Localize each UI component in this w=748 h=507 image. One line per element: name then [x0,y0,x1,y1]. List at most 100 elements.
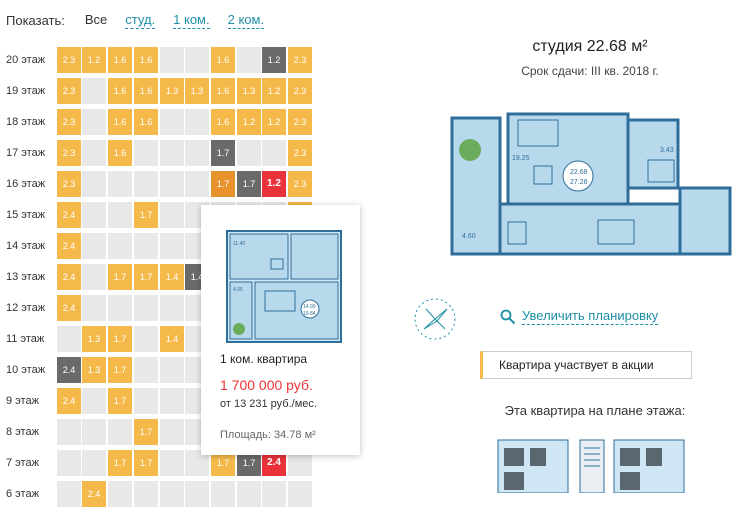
apartment-cell[interactable]: 1.2 [262,47,286,73]
apartment-cell[interactable]: 1.2 [262,109,286,135]
apartment-cell[interactable]: 1.6 [108,47,132,73]
svg-text:4.05: 4.05 [233,287,243,293]
apartment-cell[interactable]: 2.3 [57,140,81,166]
apartment-cell[interactable]: 2.3 [57,171,81,197]
apartment-cell[interactable]: 1.7 [134,419,158,445]
apartment-cell-empty [82,388,106,414]
apartment-cell[interactable]: 1.7 [134,450,158,476]
apartment-cell[interactable]: 1.7 [237,171,261,197]
apartment-cell[interactable]: 1.7 [108,326,132,352]
apartment-cell[interactable]: 1.7 [108,357,132,383]
filter-option-studio[interactable]: студ. [125,11,156,29]
apartment-cell-empty [108,419,132,445]
apartment-cell[interactable]: 1.6 [211,47,235,73]
apartment-cell-empty [82,264,106,290]
floor-plan-thumbnail[interactable] [496,438,686,493]
apartment-cell[interactable]: 2.4 [57,233,81,259]
zoom-plan[interactable]: Увеличить планировку [500,308,659,325]
apartment-cell[interactable]: 1.2 [262,171,286,197]
apartment-cell-empty [108,481,132,507]
apartment-cell[interactable]: 1.6 [134,109,158,135]
apartment-cell[interactable]: 1.6 [108,140,132,166]
apartment-cell[interactable]: 2.3 [288,109,312,135]
apartment-cell[interactable]: 2.3 [288,47,312,73]
apartment-cell[interactable]: 1.3 [82,326,106,352]
tooltip-title: 1 ком. квартира [220,352,308,366]
apartment-cell[interactable]: 2.4 [57,202,81,228]
filter-option-1room[interactable]: 1 ком. [173,11,210,29]
apartment-cell[interactable]: 1.7 [211,171,235,197]
apartment-cell[interactable]: 1.7 [134,202,158,228]
floor-plan-title: Эта квартира на плане этажа: [504,403,686,418]
apartment-cell[interactable]: 1.6 [134,47,158,73]
svg-text:3.43: 3.43 [660,147,674,154]
apartment-cell-empty [82,202,106,228]
apartment-cell[interactable]: 2.3 [288,140,312,166]
apartment-cell-empty [82,140,106,166]
apartment-cell[interactable]: 1.4 [160,264,184,290]
apartment-cell[interactable]: 2.3 [288,171,312,197]
apartment-cell[interactable]: 2.4 [82,481,106,507]
apartment-cell[interactable]: 1.7 [108,450,132,476]
apartment-cell[interactable]: 2.4 [57,264,81,290]
floor-label: 11 этаж [6,333,45,345]
apartment-cell[interactable]: 1.2 [237,109,261,135]
apartment-cell-empty [134,171,158,197]
floor-label: 15 этаж [6,209,46,221]
apartment-cell[interactable]: 1.6 [134,78,158,104]
apartment-cell-empty [134,140,158,166]
apartment-cell[interactable]: 1.3 [160,78,184,104]
floor-label: 10 этаж [6,364,46,376]
apartment-cell[interactable]: 1.2 [82,47,106,73]
apartment-cell[interactable]: 2.3 [57,47,81,73]
apartment-cell[interactable]: 1.7 [108,388,132,414]
floor-label: 18 этаж [6,116,46,128]
floor-label: 6 этаж [6,488,39,500]
filter-option-2room[interactable]: 2 ком. [227,11,265,29]
apartment-cell[interactable]: 1.6 [108,109,132,135]
apartment-cell[interactable]: 1.7 [134,264,158,290]
tooltip-monthly: от 13 231 руб./мес. [220,398,317,410]
magnifier-icon [500,309,516,324]
apartment-cell-empty [108,233,132,259]
apartment-cell[interactable]: 1.4 [160,326,184,352]
apartment-cell-empty [108,202,132,228]
apartment-cell[interactable]: 2.4 [57,295,81,321]
apartment-cell[interactable]: 1.6 [108,78,132,104]
apartment-cell[interactable]: 1.3 [82,357,106,383]
apartment-cell[interactable]: 2.3 [57,109,81,135]
apartment-cell-empty [160,202,184,228]
apartment-cell[interactable]: 1.3 [185,78,209,104]
apartment-cell[interactable]: 1.7 [108,264,132,290]
apartment-cell[interactable]: 1.7 [211,140,235,166]
apartment-cell-empty [262,140,286,166]
apartment-cell[interactable]: 2.3 [288,78,312,104]
apartment-cell-empty [57,450,81,476]
apartment-cell[interactable]: 1.3 [237,78,261,104]
apartment-cell-empty [134,326,158,352]
promo-badge: Квартира участвует в акции [480,351,692,379]
apartment-cell[interactable]: 1.6 [211,78,235,104]
apartment-cell-empty [237,47,261,73]
zoom-plan-link[interactable]: Увеличить планировку [522,308,659,325]
apartment-cell[interactable]: 1.2 [262,78,286,104]
apartment-cell-empty [57,326,81,352]
floor-label: 19 этаж [6,85,46,97]
tooltip-plan: 11.40 4.05 14.90 19.84 [226,230,342,343]
apartment-cell[interactable]: 2.3 [57,78,81,104]
apartment-cell-empty [57,481,81,507]
apartment-cell-empty [160,140,184,166]
apartment-cell-empty [160,47,184,73]
svg-text:14.90: 14.90 [303,304,316,310]
apartment-cell[interactable]: 2.4 [57,357,81,383]
apartment-plan[interactable]: 19.25 3.43 4.60 22.68 27.28 [448,110,736,260]
apartment-cell[interactable]: 1.6 [211,109,235,135]
apartment-title: студия 22.68 м² [532,38,648,55]
floor-label: 14 этаж [6,240,46,252]
apartment-cell-empty [134,481,158,507]
floor-label: 8 этаж [6,426,39,438]
apartment-cell[interactable]: 2.4 [57,388,81,414]
filter-option-all[interactable]: Все [84,12,108,27]
tooltip-price: 1 700 000 руб. [220,377,313,393]
apartment-cell-empty [82,78,106,104]
